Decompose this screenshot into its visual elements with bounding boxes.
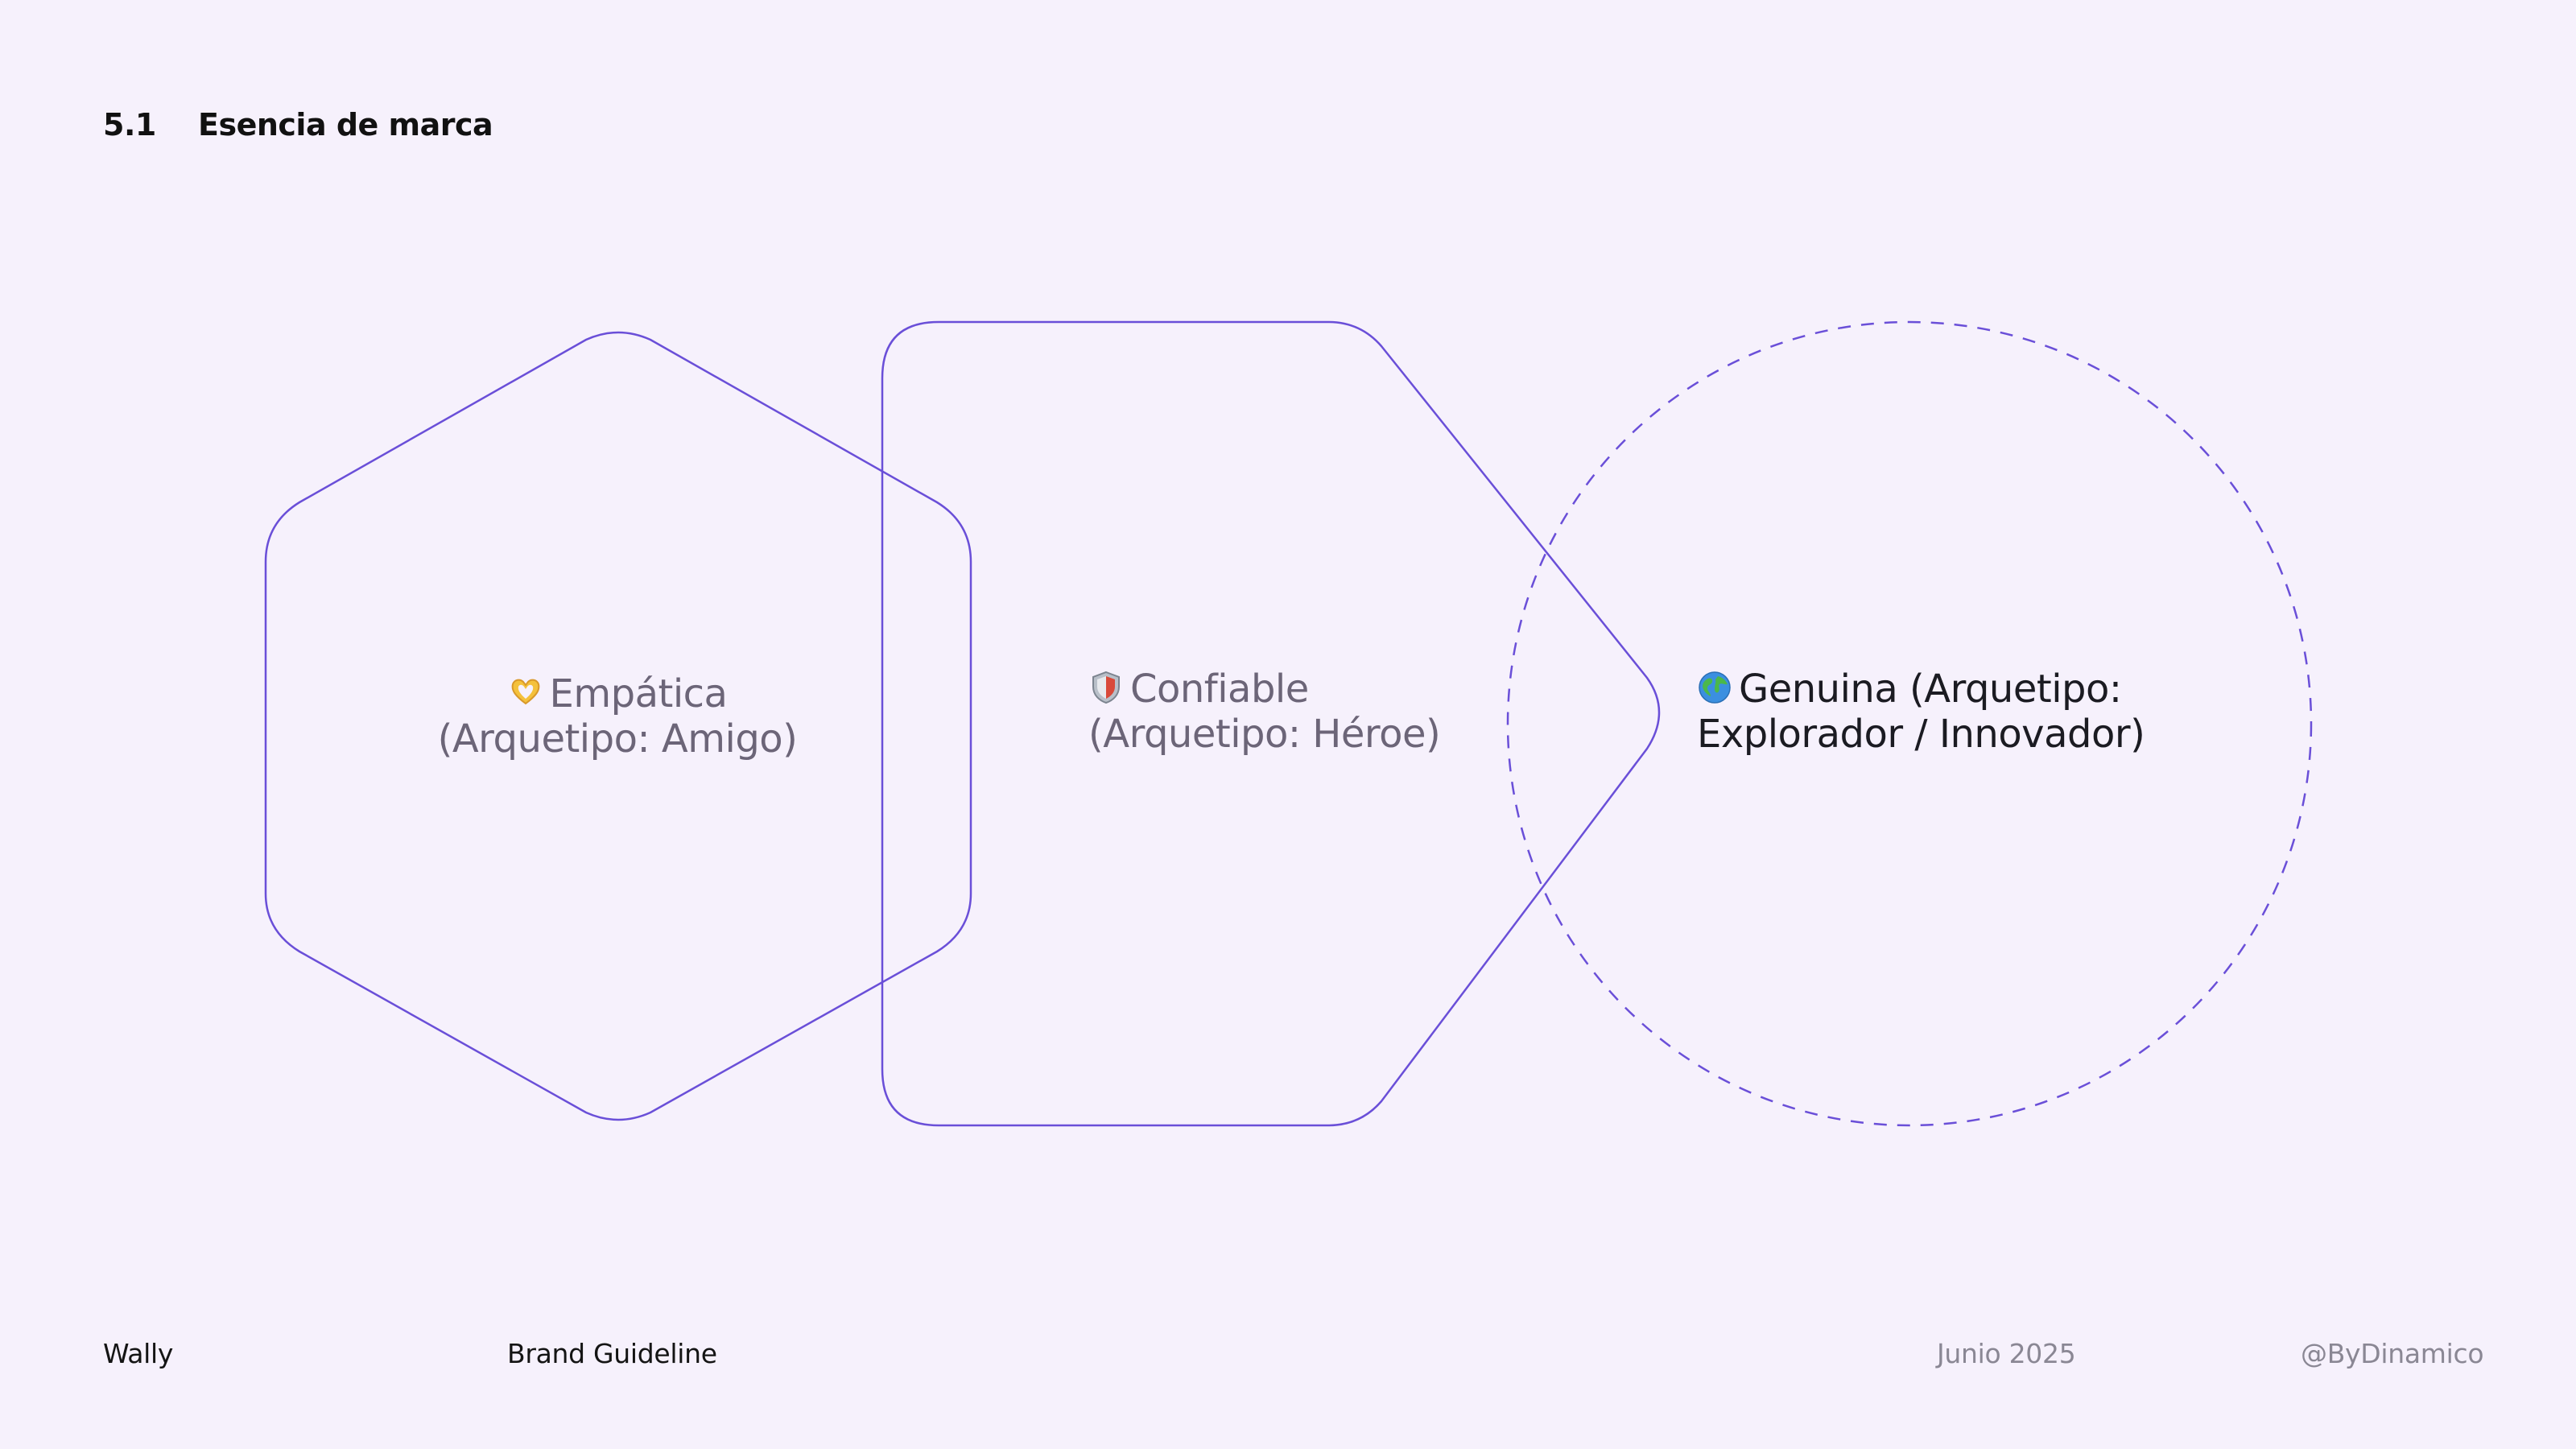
label-empatica: Empática (Arquetipo: Amigo): [283, 671, 952, 762]
footer-brand: Wally: [103, 1338, 174, 1369]
genuina-archetype: Explorador / Innovador): [1697, 712, 2145, 757]
footer-date: Junio 2025: [1937, 1338, 2076, 1369]
footer-handle: @ByDinamico: [2301, 1338, 2484, 1369]
dashed-circle-shape: [1506, 320, 2313, 1127]
footer-document: Brand Guideline: [507, 1338, 717, 1369]
globe-icon: [1699, 671, 1731, 704]
pentagon-arrow-shape: [881, 320, 1661, 1127]
empatica-title: Empática: [549, 671, 728, 716]
shield-icon: [1092, 671, 1120, 704]
section-header: 5.1 Esencia de marca: [103, 105, 493, 145]
genuina-title: Genuina (Arquetipo:: [1739, 667, 2122, 712]
confiable-title: Confiable: [1130, 667, 1309, 712]
hexagon-shape: [264, 331, 972, 1121]
label-genuina: Genuina (Arquetipo: Explorador / Innovad…: [1697, 667, 2145, 757]
confiable-archetype: (Arquetipo: Héroe): [1088, 712, 1441, 757]
label-confiable: Confiable (Arquetipo: Héroe): [1088, 667, 1441, 757]
section-number: 5.1: [103, 107, 156, 142]
empatica-archetype: (Arquetipo: Amigo): [437, 716, 798, 762]
heart-hands-icon: [511, 679, 539, 705]
section-title: Esencia de marca: [198, 107, 493, 142]
